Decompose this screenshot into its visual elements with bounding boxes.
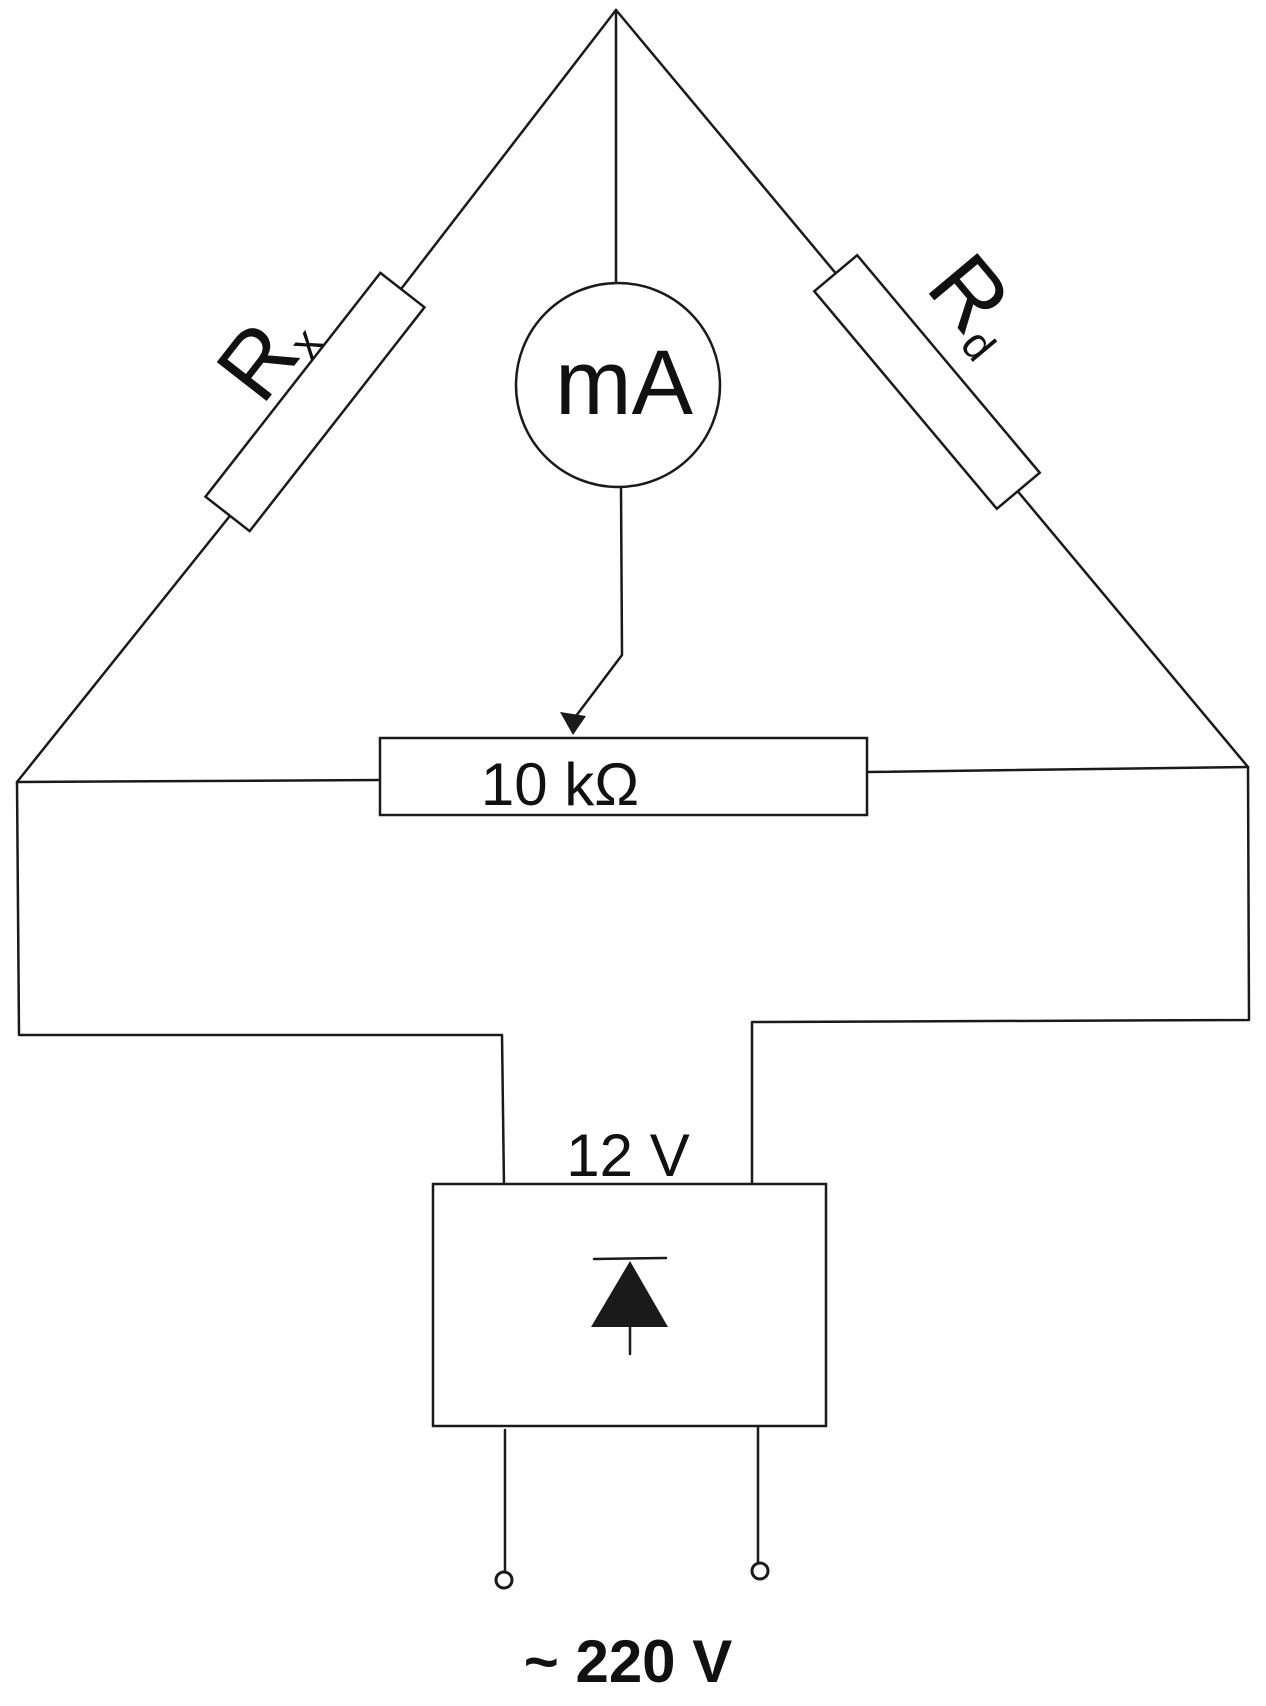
potentiometer-label: 10 kΩ [481,751,639,818]
wire-right-supply [750,765,1251,1184]
potentiometer [378,736,869,817]
resistor-rx [203,271,427,533]
wire-apex-rd [614,8,840,278]
supply-voltage-label: 12 V [566,1122,689,1189]
wire-apex-rx [396,8,618,295]
milliammeter-label: mA [555,332,694,434]
resistor-rd [812,253,1042,511]
wire-left-supply [15,780,506,1189]
mains-voltage-label: ~ 220 V [524,1628,733,1695]
bridge-wires [15,8,1251,1578]
wire-rx-left-corner [15,510,235,784]
terminal-icon-left [494,1570,514,1590]
wire-rd-right-corner [1013,486,1250,769]
diode-icon [591,1256,668,1356]
milliammeter [514,281,722,489]
terminal-icon-right [750,1561,770,1581]
wire-meter-wiper [571,485,624,722]
wire-left-pot [15,778,382,784]
wire-right-pot [865,765,1250,774]
wiper-arrow-icon [560,712,586,735]
